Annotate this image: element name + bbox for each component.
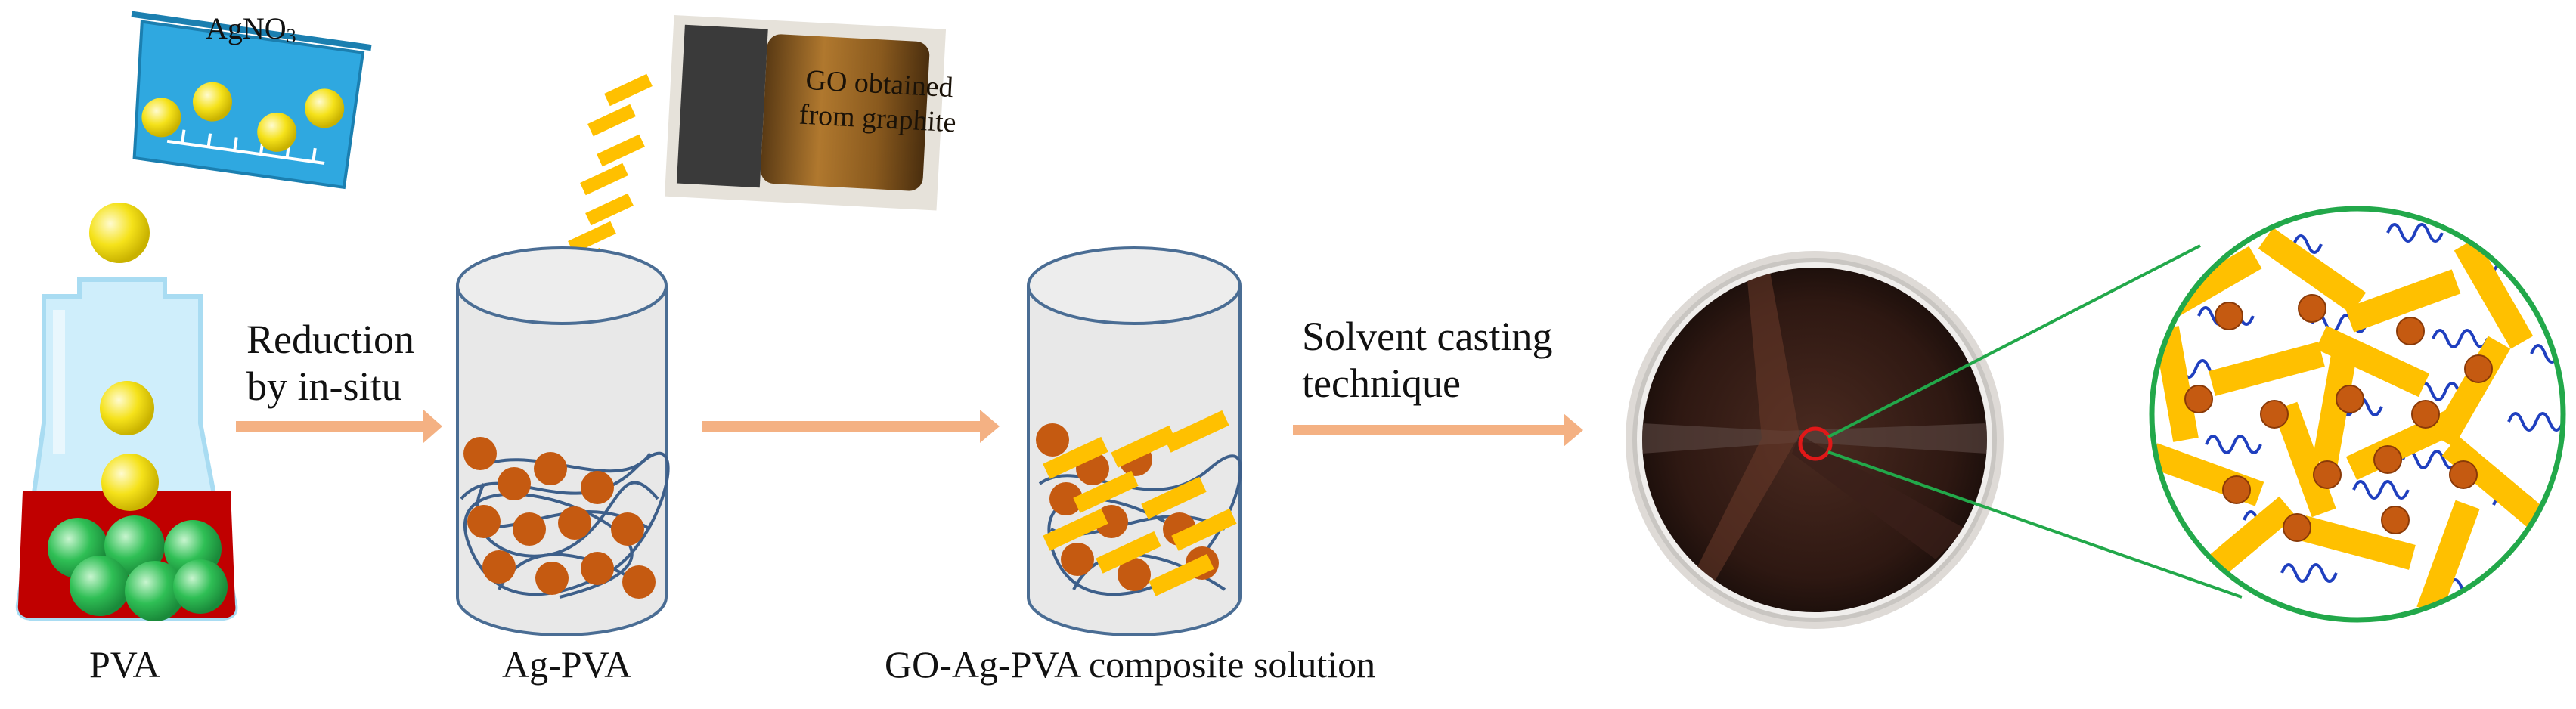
- yellow-sphere-group: [89, 203, 159, 511]
- casting-line2: technique: [1302, 361, 1461, 406]
- ag-nanoparticle: [2396, 317, 2425, 345]
- go-sheet: [2345, 269, 2461, 333]
- polymer-chain: [2507, 412, 2563, 432]
- reduction-label: Reduction by in-situ: [246, 316, 414, 410]
- go-sheet: [2209, 342, 2325, 396]
- zoom-line-top: [1827, 244, 2201, 438]
- zoom-magnified-view: [2149, 206, 2566, 623]
- ag-nanoparticle: [2222, 475, 2251, 504]
- go-vial-photo: [664, 14, 947, 211]
- polymer-chain: [2280, 563, 2338, 583]
- ag-nanoparticle: [2411, 400, 2440, 429]
- polymer-chain: [2432, 329, 2489, 348]
- go-sheet: [2416, 500, 2480, 616]
- arrow-reduction: [236, 410, 442, 443]
- polymer-chain: [2205, 435, 2262, 454]
- go-sheet: [2273, 401, 2336, 518]
- go-sheet: [2153, 326, 2199, 442]
- pva-label: PVA: [89, 643, 160, 686]
- agno3-container-icon: [131, 11, 372, 190]
- ag-nanoparticle: [2298, 294, 2326, 323]
- ag-nanoparticle: [2283, 513, 2311, 542]
- arrow-casting: [1293, 413, 1583, 447]
- reduction-line2: by in-situ: [246, 364, 402, 409]
- green-sphere-group: [48, 515, 228, 621]
- ag-pva-label: Ag-PVA: [502, 643, 632, 686]
- beaker-composite: [1027, 246, 1242, 636]
- casting-label: Solvent casting technique: [1302, 313, 1552, 407]
- ag-nanoparticle: [2336, 385, 2364, 413]
- petri-dish-photo: [1626, 251, 2004, 629]
- ag-nanoparticle: [2313, 460, 2342, 489]
- ag-nanoparticle: [2184, 385, 2213, 413]
- ag-nanoparticle: [2381, 506, 2410, 534]
- ag-nanoparticle: [2464, 354, 2493, 383]
- go-sheet: [2312, 348, 2357, 465]
- ag-nanoparticle: [2373, 445, 2402, 474]
- arrow-add-go: [702, 410, 1000, 443]
- polymer-chain: [2386, 223, 2444, 243]
- highlight-ring: [1798, 426, 1833, 461]
- go-sheet: [2299, 515, 2416, 570]
- ag-nanoparticle: [2449, 460, 2478, 489]
- go-sheet: [2454, 237, 2534, 349]
- go-sheet: [2315, 325, 2430, 398]
- go-sheet: [2441, 435, 2546, 529]
- casting-line1: Solvent casting: [1302, 314, 1553, 359]
- reduction-line1: Reduction: [246, 317, 414, 362]
- beaker-ag-pva: [456, 246, 670, 636]
- composite-label: GO-Ag-PVA composite solution: [885, 643, 1376, 686]
- go-sheet: [2258, 228, 2367, 314]
- zoom-line-bottom: [1827, 450, 2243, 599]
- polymer-chain: [2352, 480, 2410, 500]
- go-label: GO obtained from graphite: [798, 63, 959, 141]
- ag-nanoparticle: [2260, 400, 2289, 429]
- ag-nanoparticle: [2215, 302, 2243, 330]
- agno3-label: AgNO3: [206, 11, 296, 48]
